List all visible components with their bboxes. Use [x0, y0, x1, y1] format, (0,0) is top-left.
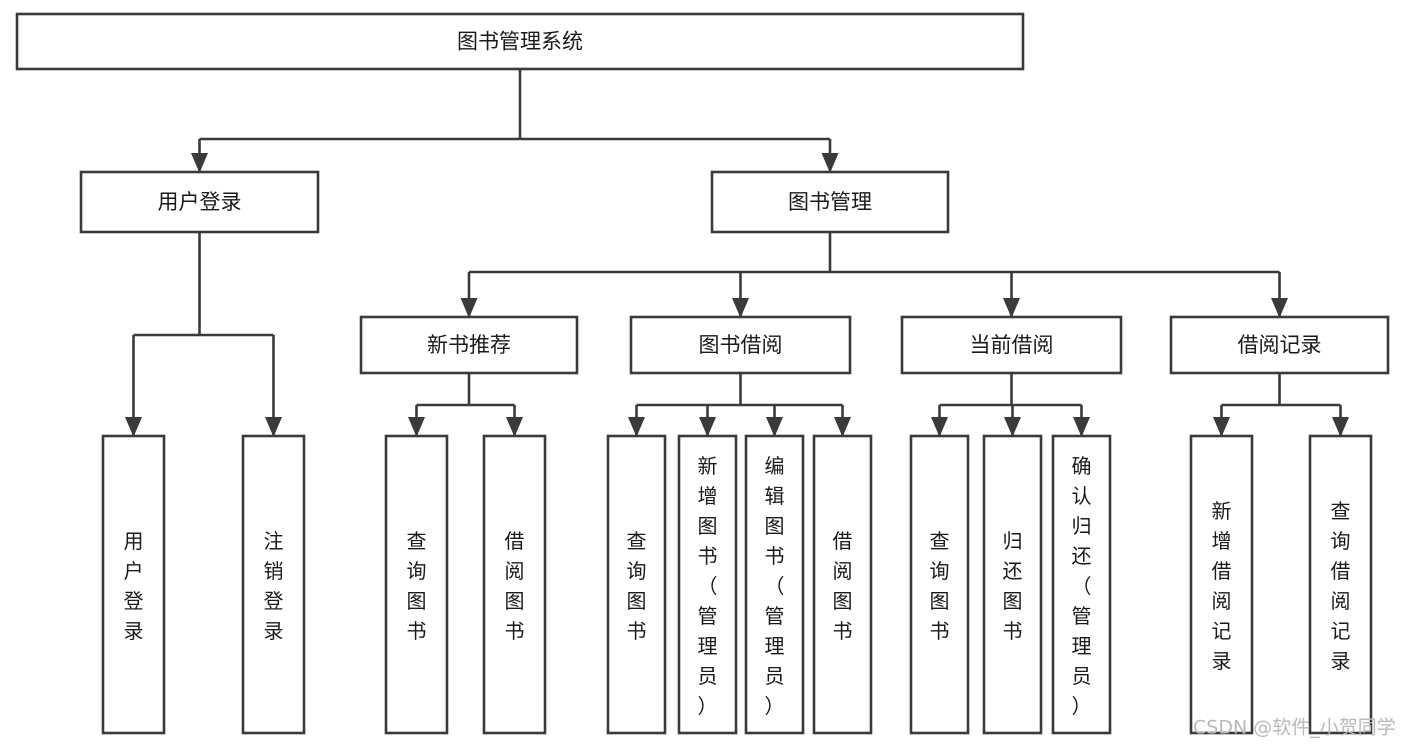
node-user-login[interactable]: 用户登录 — [79, 170, 320, 234]
node-leaf-edit-book[interactable]: 编辑图书（管理员） — [744, 434, 805, 735]
node-new-book-rec[interactable]: 新书推荐 — [359, 315, 579, 375]
arrow-head-icon — [1003, 298, 1020, 318]
csdn-watermark: CSDN @软件_小贺同学 — [1193, 717, 1396, 739]
arrow-head-icon — [732, 298, 749, 318]
node-box-leaf-query-record[interactable] — [1308, 434, 1373, 735]
node-leaf-add-book[interactable]: 新增图书（管理员） — [677, 434, 738, 735]
arrow-head-icon — [699, 417, 716, 437]
node-box-leaf-query-book-2[interactable] — [606, 434, 667, 735]
node-box-user-login[interactable] — [79, 170, 320, 234]
node-borrow-record[interactable]: 借阅记录 — [1169, 315, 1390, 375]
arrow-head-icon — [834, 417, 851, 437]
edge-group-book-borrow — [628, 373, 851, 437]
node-label-leaf-query-book-3: 查询图书 — [930, 529, 950, 643]
node-leaf-add-record[interactable]: 新增借阅记录 — [1189, 434, 1254, 735]
arrow-head-icon — [1004, 417, 1021, 437]
node-label-new-book-rec: 新书推荐 — [427, 333, 511, 357]
arrow-head-icon — [1332, 417, 1349, 437]
node-box-leaf-return-book[interactable] — [982, 434, 1043, 735]
node-current-borrow[interactable]: 当前借阅 — [900, 315, 1123, 375]
node-box-leaf-query-book-3[interactable] — [909, 434, 970, 735]
node-label-leaf-borrow-book-1: 借阅图书 — [505, 529, 525, 643]
node-box-leaf-add-book[interactable] — [677, 434, 738, 735]
node-label-leaf-confirm-return: 确认归还（管理员） — [1072, 454, 1092, 718]
arrow-head-icon — [1073, 417, 1090, 437]
node-label-current-borrow: 当前借阅 — [970, 333, 1054, 357]
arrow-head-icon — [460, 298, 478, 318]
node-label-book-manage: 图书管理 — [788, 190, 872, 214]
node-leaf-return-book[interactable]: 归还图书 — [982, 434, 1043, 735]
node-label-leaf-add-book: 新增图书（管理员） — [698, 454, 718, 718]
node-box-leaf-borrow-book-2[interactable] — [812, 434, 873, 735]
node-box-book-manage[interactable] — [710, 170, 950, 234]
arrow-head-icon — [191, 153, 208, 173]
node-leaf-query-book-2[interactable]: 查询图书 — [606, 434, 667, 735]
edge-group-book-manage — [460, 232, 1288, 318]
arrow-head-icon — [265, 417, 282, 437]
arrow-head-icon — [1271, 298, 1288, 318]
node-box-leaf-borrow-book-1[interactable] — [482, 434, 547, 735]
node-leaf-borrow-book-1[interactable]: 借阅图书 — [482, 434, 547, 735]
node-leaf-query-book-1[interactable]: 查询图书 — [384, 434, 449, 735]
node-label-leaf-return-book: 归还图书 — [1003, 529, 1023, 643]
node-label-leaf-borrow-book-2: 借阅图书 — [833, 529, 853, 643]
node-leaf-confirm-return[interactable]: 确认归还（管理员） — [1051, 434, 1112, 735]
arrow-head-icon — [408, 417, 425, 437]
node-label-leaf-query-book-2: 查询图书 — [627, 529, 647, 643]
arrow-head-icon — [766, 417, 783, 437]
arrow-head-icon — [506, 417, 523, 437]
edge-group-current-borrow — [931, 373, 1090, 437]
node-label-leaf-user-login: 用户登录 — [124, 529, 144, 643]
node-leaf-user-login[interactable]: 用户登录 — [101, 434, 166, 735]
node-box-leaf-confirm-return[interactable] — [1051, 434, 1112, 735]
node-box-new-book-rec[interactable] — [359, 315, 579, 375]
node-box-leaf-edit-book[interactable] — [744, 434, 805, 735]
edge-group-root — [191, 69, 839, 173]
node-label-leaf-add-record: 新增借阅记录 — [1212, 499, 1232, 673]
node-root[interactable]: 图书管理系统 — [15, 12, 1025, 71]
arrow-head-icon — [628, 417, 645, 437]
edge-group-user-login — [125, 232, 282, 437]
node-label-root: 图书管理系统 — [457, 30, 583, 54]
edge-group-new-book-rec — [408, 373, 523, 437]
node-book-manage[interactable]: 图书管理 — [710, 170, 950, 234]
node-box-leaf-user-login[interactable] — [101, 434, 166, 735]
edge-group-borrow-record — [1213, 373, 1349, 437]
node-box-leaf-add-record[interactable] — [1189, 434, 1254, 735]
node-layer: 图书管理系统用户登录图书管理新书推荐图书借阅当前借阅借阅记录用户登录注销登录查询… — [15, 12, 1390, 735]
node-book-borrow[interactable]: 图书借阅 — [629, 315, 852, 375]
node-box-book-borrow[interactable] — [629, 315, 852, 375]
node-box-current-borrow[interactable] — [900, 315, 1123, 375]
arrow-head-icon — [821, 153, 839, 173]
node-label-leaf-logout: 注销登录 — [264, 529, 284, 643]
node-label-borrow-record: 借阅记录 — [1238, 333, 1322, 357]
arrow-head-icon — [125, 417, 142, 437]
node-label-leaf-query-book-1: 查询图书 — [407, 529, 427, 643]
node-label-book-borrow: 图书借阅 — [699, 333, 783, 357]
node-label-leaf-edit-book: 编辑图书（管理员） — [765, 454, 785, 718]
node-leaf-logout[interactable]: 注销登录 — [241, 434, 306, 735]
node-label-user-login: 用户登录 — [158, 190, 242, 214]
connector-layer — [125, 69, 1349, 437]
node-box-leaf-query-book-1[interactable] — [384, 434, 449, 735]
arrow-head-icon — [931, 417, 948, 437]
arrow-head-icon — [1213, 417, 1230, 437]
node-box-borrow-record[interactable] — [1169, 315, 1390, 375]
node-box-leaf-logout[interactable] — [241, 434, 306, 735]
node-leaf-borrow-book-2[interactable]: 借阅图书 — [812, 434, 873, 735]
node-leaf-query-record[interactable]: 查询借阅记录 — [1308, 434, 1373, 735]
node-label-leaf-query-record: 查询借阅记录 — [1331, 499, 1351, 673]
node-leaf-query-book-3[interactable]: 查询图书 — [909, 434, 970, 735]
node-box-root[interactable] — [15, 12, 1025, 71]
